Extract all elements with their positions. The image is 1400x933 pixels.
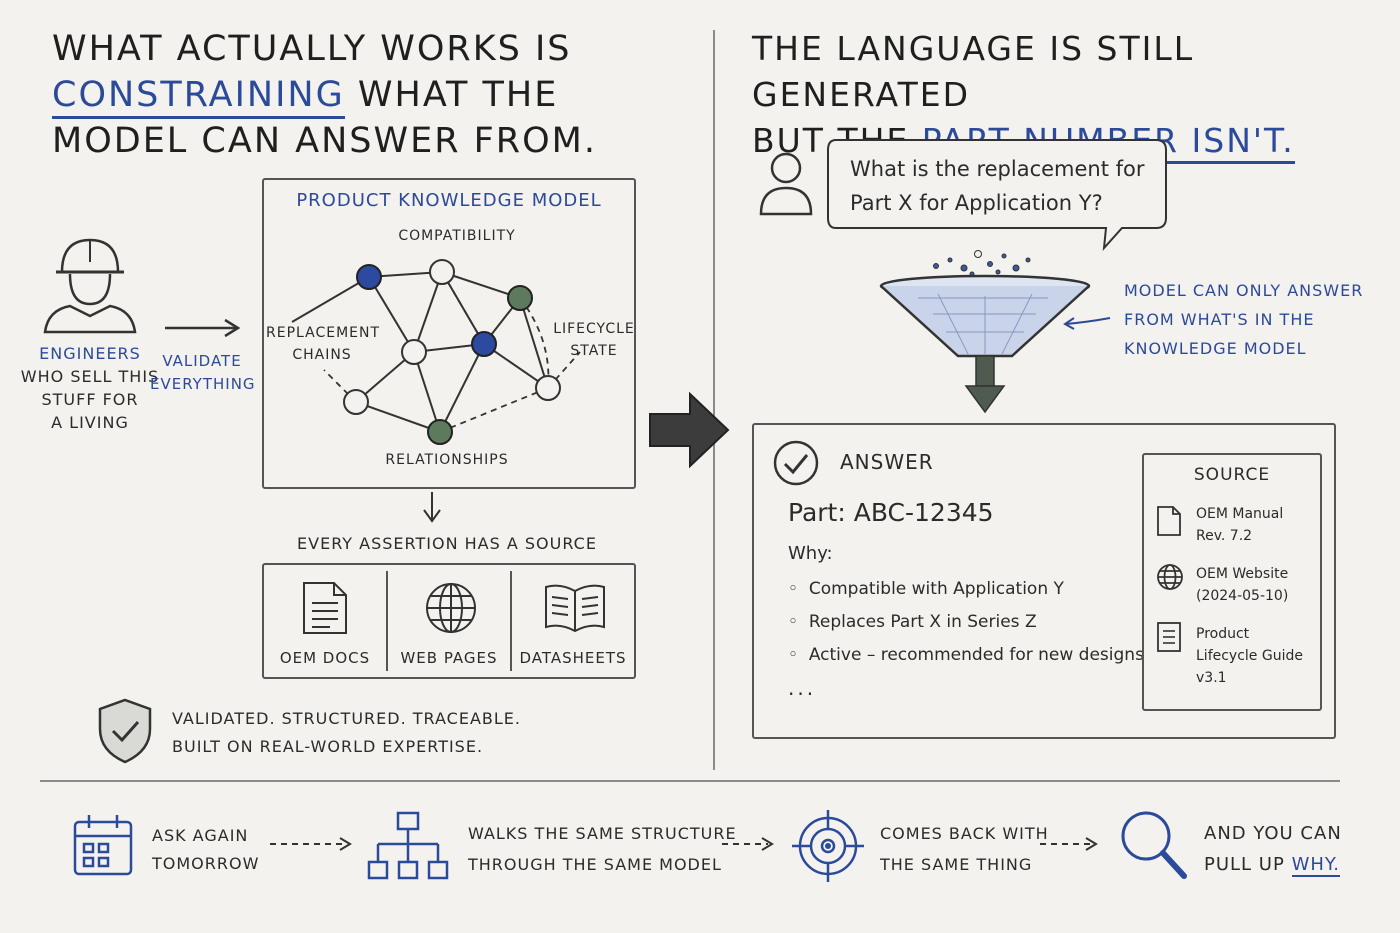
source-panel: Source OEM Manual Rev. 7.2 OEM Website (…	[1142, 453, 1322, 711]
why-item: ◦ Replaces Part X in Series Z	[788, 612, 1037, 632]
left-title-highlight: constraining	[52, 75, 345, 119]
big-arrow-icon	[648, 391, 730, 472]
dashed-arrow-icon	[1040, 835, 1100, 857]
dashed-arrow-icon	[270, 835, 354, 857]
pkm-lifecycle-2: state	[570, 343, 618, 359]
arrow-right-icon	[165, 318, 241, 342]
sources-divider	[510, 571, 512, 671]
why-label: Why:	[788, 543, 833, 564]
shield-text: Validated. Structured. Traceable. Built …	[172, 705, 521, 761]
pkm-replacement-1: Replacement	[266, 325, 381, 341]
funnel-note-1: Model can only answer	[1124, 281, 1364, 300]
hierarchy-icon	[366, 810, 450, 886]
funnel-note-3: knowledge model	[1124, 339, 1307, 358]
pkm-lifecycle: Lifecycle state	[548, 318, 640, 362]
left-title-line2-rest: what the	[357, 75, 559, 115]
graph-node	[401, 339, 427, 365]
source-item-3: Product Lifecycle Guide v3.1	[1196, 626, 1303, 686]
answer-heading: Answer	[840, 450, 934, 474]
knowledge-graph	[291, 259, 581, 445]
funnel-note-2: from what's in the	[1124, 310, 1315, 329]
book-icon	[542, 583, 608, 637]
vertical-divider	[713, 30, 715, 770]
document-icon	[1156, 505, 1182, 541]
horizontal-divider	[40, 780, 1340, 782]
shield-check-icon	[96, 697, 154, 769]
engineers-sub-2: stuff for	[41, 390, 139, 409]
source-oem-docs: OEM Docs	[279, 649, 371, 667]
validate-label: Validate everything	[150, 350, 256, 396]
graph-node	[429, 259, 455, 285]
calendar-icon	[72, 812, 134, 882]
check-circle-icon	[772, 439, 820, 491]
globe-icon	[424, 581, 478, 639]
answer-card: Answer Part: ABC-12345 Why: ◦ Compatible…	[752, 423, 1336, 739]
document-icon	[302, 581, 348, 639]
step4-why-link[interactable]: why.	[1291, 854, 1340, 877]
engineers-sub-3: a living	[51, 413, 129, 432]
left-title-line3: model can answer from.	[52, 121, 597, 161]
question-text: What is the replacement for Part X for A…	[850, 152, 1145, 220]
right-title-line1: The language is still generated	[752, 29, 1195, 114]
part-value: ABC-12345	[853, 498, 994, 527]
target-icon	[792, 810, 864, 886]
source-heading: Source	[1193, 465, 1271, 485]
sources-box: OEM Docs Web Pages Datasheets	[262, 563, 636, 679]
why-list: ◦ Compatible with Application Y ◦ Replac…	[788, 573, 1144, 705]
engineers-label: Engineers who sell this stuff for a livi…	[20, 342, 160, 434]
arrow-down-icon	[422, 492, 442, 528]
knowledge-model-box: Product Knowledge Model Compatibility Re…	[262, 178, 636, 489]
engineer-icon	[40, 232, 140, 341]
user-icon	[758, 150, 814, 220]
graph-node-blue	[356, 264, 382, 290]
source-item-1: OEM Manual Rev. 7.2	[1196, 506, 1284, 544]
left-title: What actually works is constraining what…	[52, 26, 672, 164]
globe-icon	[1156, 563, 1184, 595]
speech-bubble	[826, 138, 1170, 254]
question-line1: What is the replacement for	[850, 157, 1145, 181]
magnifier-icon	[1118, 808, 1190, 886]
dashed-arrow-icon	[722, 835, 776, 857]
funnel-icon	[878, 246, 1092, 420]
pkm-replacement-2: chains	[292, 347, 352, 363]
source-datasheets: Datasheets	[519, 649, 627, 667]
engineers-sub-1: who sell this	[20, 367, 160, 386]
pkm-replacement: Replacement chains	[266, 322, 381, 366]
graph-node	[535, 375, 561, 401]
why-ellipsis: ...	[788, 676, 817, 700]
engineers-title: Engineers	[39, 344, 141, 363]
funnel-note-arrow-icon	[1062, 312, 1112, 332]
every-assertion-label: Every assertion has a source	[297, 534, 597, 553]
validate-line2: everything	[150, 375, 256, 393]
pkm-title: Product Knowledge Model	[296, 190, 602, 211]
part-label: Part:	[788, 498, 846, 527]
why-item: ◦ Active – recommended for new designs	[788, 645, 1144, 665]
source-web-pages: Web Pages	[400, 649, 498, 667]
pkm-relationships: Relationships	[385, 452, 509, 468]
question-line2: Part X for Application Y?	[850, 191, 1103, 215]
sources-divider	[386, 571, 388, 671]
shield-text-2: Built on real-world expertise.	[172, 737, 484, 756]
funnel-note: Model can only answer from what's in the…	[1124, 276, 1363, 363]
step1-text: Ask again tomorrow	[152, 826, 260, 873]
graph-node	[343, 389, 369, 415]
pkm-compatibility: Compatibility	[398, 228, 516, 244]
why-item: ◦ Compatible with Application Y	[788, 579, 1064, 599]
list-document-icon	[1156, 621, 1182, 657]
left-title-line1: What actually works is	[52, 29, 572, 69]
validate-line1: Validate	[162, 352, 242, 370]
graph-node-green	[427, 419, 453, 445]
step4-line1: And you can	[1204, 823, 1342, 844]
step2-text: Walks the same structure through the sam…	[468, 824, 737, 874]
source-item-2: OEM Website (2024-05-10)	[1196, 566, 1289, 604]
pkm-lifecycle-1: Lifecycle	[553, 321, 635, 337]
part-line: Part: ABC-12345	[788, 498, 994, 527]
step3-text: Comes back with the same thing	[880, 824, 1049, 874]
shield-text-1: Validated. Structured. Traceable.	[172, 709, 521, 728]
step4-pre: pull up	[1204, 854, 1285, 875]
graph-node-blue	[471, 331, 497, 357]
step4-text: And you can pull up why.	[1204, 818, 1342, 880]
graph-node-green	[507, 285, 533, 311]
